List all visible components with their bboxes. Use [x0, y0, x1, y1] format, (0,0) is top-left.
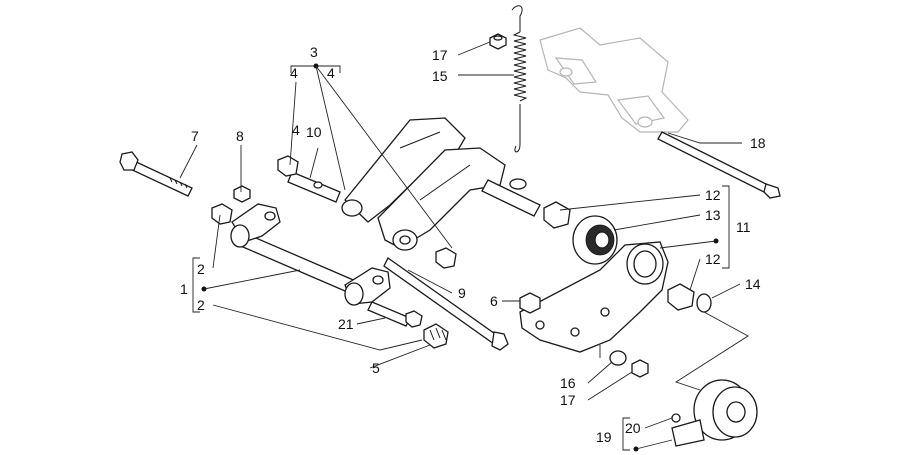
drum-part-19 [671, 379, 758, 447]
callout-6: 6 [490, 293, 498, 309]
washer-part-16 [609, 350, 627, 366]
callout-8: 8 [236, 128, 244, 144]
callout-1: 1 [180, 281, 188, 297]
callout-2a: 2 [197, 261, 205, 277]
circlip-part-14 [696, 293, 712, 313]
callout-3: 3 [310, 44, 318, 60]
callout-4c: 4 [292, 122, 300, 138]
spring-part-15 [511, 5, 528, 153]
callout-15: 15 [432, 68, 448, 84]
callout-9: 9 [458, 285, 466, 301]
bushing-part-5 [423, 323, 449, 349]
callout-18: 18 [750, 135, 766, 151]
callout-12-upper: 12 [705, 187, 721, 203]
bracket-part-11 [519, 241, 669, 353]
leader-lines [179, 41, 749, 450]
nut-part-8 [233, 185, 251, 203]
nut-part-6 [519, 292, 541, 314]
callout-4b: 4 [327, 65, 335, 81]
callout-13: 13 [705, 207, 721, 223]
callout-17-top: 17 [432, 47, 448, 63]
callout-5: 5 [372, 360, 380, 376]
callout-20: 20 [625, 420, 641, 436]
bolt-part-7 [119, 151, 193, 197]
swingarm-part-3 [341, 117, 506, 251]
callout-19: 19 [596, 429, 612, 445]
callout-11: 11 [736, 219, 751, 235]
callout-10: 10 [306, 124, 322, 140]
callout-2b: 2 [197, 297, 205, 313]
callout-4a: 4 [290, 65, 298, 81]
nut-part-17-lower [631, 359, 649, 378]
bearing-part-13 [572, 215, 618, 265]
bushing-part-12-lower [667, 283, 695, 311]
bushing-part-4-lower [435, 247, 457, 269]
pin-part-10 [277, 155, 341, 203]
pin-part-21 [367, 301, 423, 328]
nut-part-17-top [489, 33, 507, 50]
callout-17-lower: 17 [560, 392, 576, 408]
axle-part-12-upper [481, 178, 571, 229]
callout-21: 21 [338, 316, 354, 332]
callout-12-lower: 12 [705, 251, 721, 267]
shaft-part-1 [230, 203, 391, 306]
callout-14: 14 [745, 276, 761, 292]
bolt-part-9 [383, 257, 509, 351]
bushing-part-2-upper [211, 203, 233, 225]
bolt-part-18 [657, 131, 781, 199]
callout-7: 7 [191, 128, 199, 144]
engine-casing-ghost [539, 27, 689, 133]
callout-16: 16 [560, 375, 576, 391]
